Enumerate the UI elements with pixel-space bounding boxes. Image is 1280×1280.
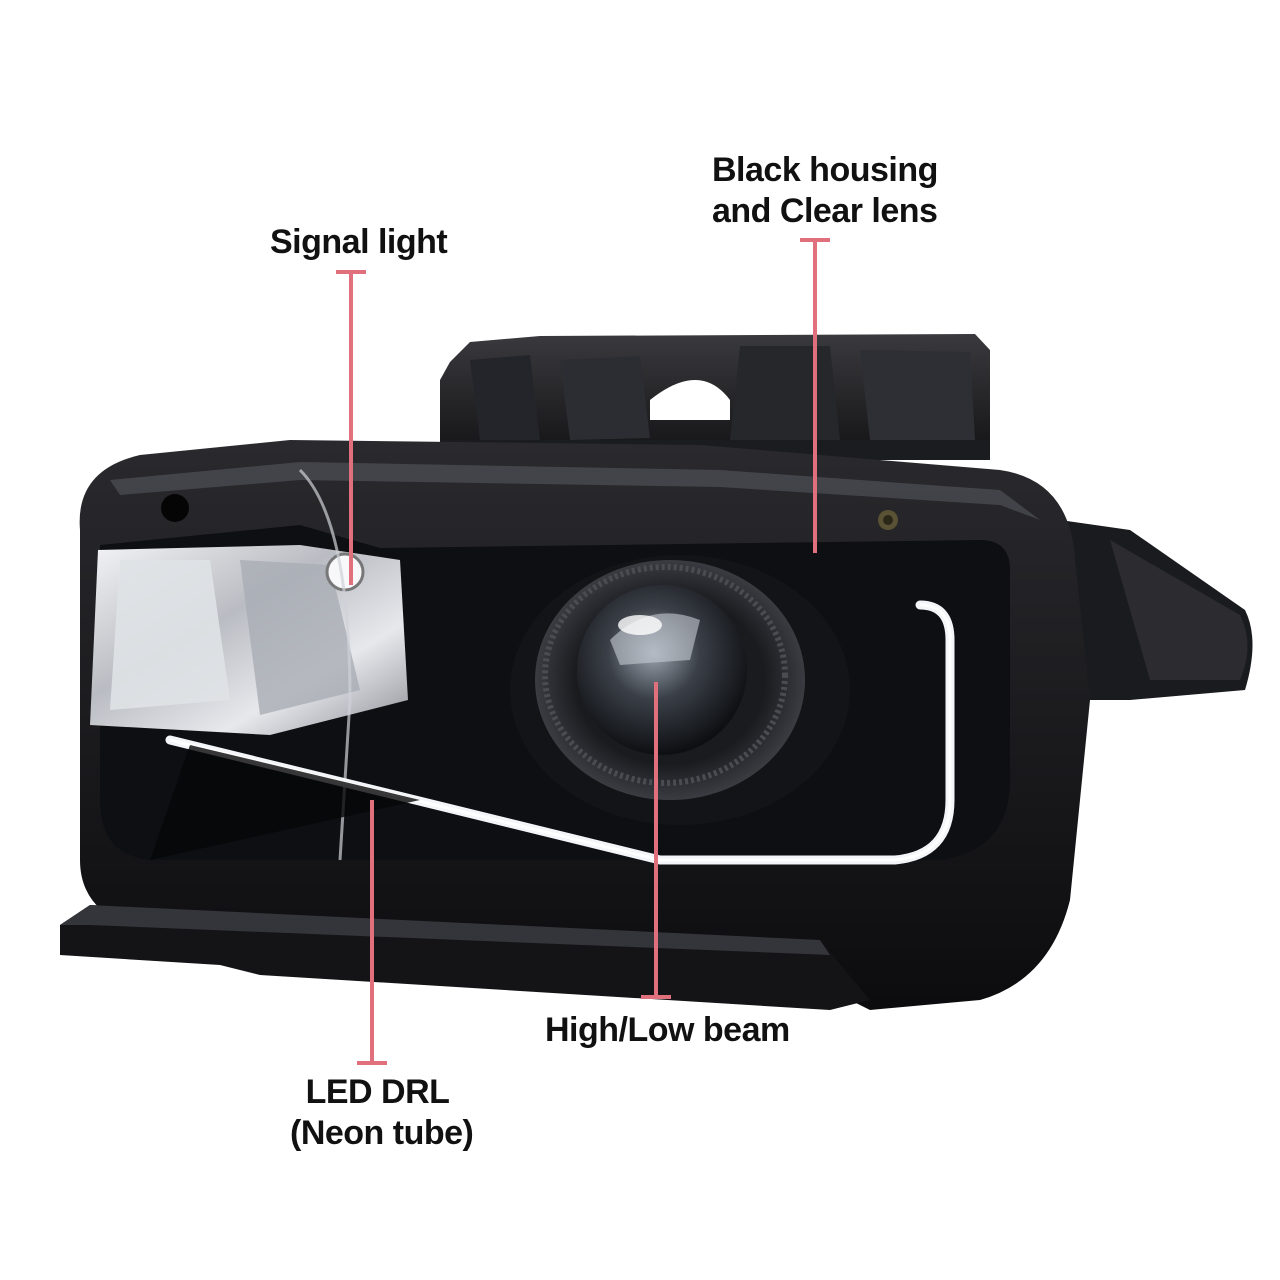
callout-lines bbox=[336, 238, 830, 1065]
drl-tube bbox=[150, 600, 955, 865]
high-low-beam-label: High/Low beam bbox=[545, 1011, 790, 1049]
signal-light-label: Signal light bbox=[270, 223, 448, 261]
led-drl-label: LED DRL (Neon tube) bbox=[290, 1073, 474, 1152]
signal-reflector bbox=[90, 468, 408, 861]
projector-lens bbox=[510, 555, 850, 825]
black-housing-label: Black housing and Clear lens bbox=[712, 151, 938, 230]
mounting-bracket bbox=[440, 334, 990, 460]
